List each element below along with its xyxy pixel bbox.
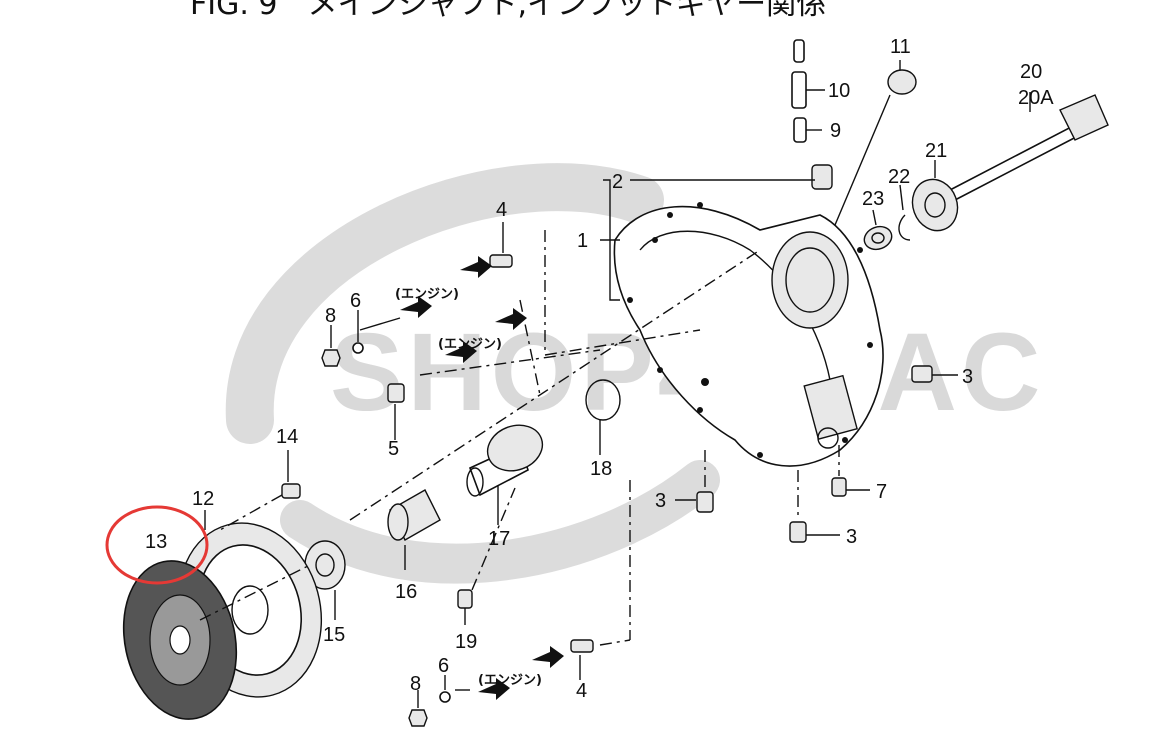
callout-20: 20 [1020,61,1042,83]
figure-title: FIG. 9 メインシャフト,インプットギヤー関係 [190,0,826,22]
callout-5: 5 [388,438,399,460]
callout-10: 10 [828,80,850,102]
part-5-bolt [387,383,405,403]
part-16-release-bearing [387,489,441,570]
part-4-stud-bottom [570,639,594,653]
engine-note-1: (エンジン) [395,287,459,302]
highlight-circle [105,505,209,585]
part-9-pin [793,117,807,143]
callout-3a: 3 [962,366,973,388]
part-6-washer-bottom [439,691,451,703]
arrow-to-engine-icon [400,256,564,700]
callout-9: 9 [830,120,841,142]
part-pin-top [793,39,805,63]
callout-6b: 6 [438,655,449,677]
callout-2: 2 [612,171,623,193]
engine-note-3: (エンジン) [478,673,542,688]
part-8-nut-top [321,349,341,367]
part-10-pin [791,71,807,109]
part-19-bolt [457,589,473,609]
callout-labels: 1 2 3 3 3 4 4 5 6 6 7 8 8 9 10 11 12 13 … [145,36,1054,702]
part-17-guide-sleeve [466,424,544,525]
part-2-bushing [811,164,833,190]
part-6-washer-top [352,342,364,354]
part-21-bearing [911,160,959,232]
callout-11: 11 [890,36,911,58]
part-15-pilot-bearing [304,540,346,620]
part-7-bolt [831,477,847,497]
clutch-housing [613,202,884,467]
callout-4b: 4 [576,680,587,702]
assembly-lines [199,179,815,691]
callout-3b: 3 [655,490,666,512]
part-18-o-ring [585,379,621,421]
callout-23: 23 [862,188,884,210]
callout-21: 21 [925,140,947,162]
part-13-clutch-disc [122,560,238,720]
callout-18: 18 [590,458,612,480]
part-4-stud-top [489,254,513,268]
callout-8b: 8 [410,673,421,695]
part-3-bolts [675,365,958,543]
callout-8a: 8 [325,305,336,327]
part-11-plug [887,69,917,95]
callout-22: 22 [888,166,910,188]
callout-3c: 3 [846,526,857,548]
part-23-oil-seal [863,209,893,251]
part-22-snap-ring [898,214,911,241]
callout-15: 15 [323,624,345,646]
callout-16: 16 [395,581,417,603]
callout-1: 1 [577,230,588,252]
engine-note-2: (エンジン) [438,337,502,352]
callout-17: 17 [488,528,510,550]
callout-12: 12 [192,488,214,510]
callout-6a: 6 [350,290,361,312]
callout-4a: 4 [496,199,507,221]
part-14-bolt [281,483,301,499]
callout-20a: 20A [1018,87,1054,109]
callout-13: 13 [145,531,167,553]
callout-19: 19 [455,631,477,653]
callout-14: 14 [276,426,298,448]
callout-7: 7 [876,481,887,503]
part-8-nut-bottom [408,709,428,727]
